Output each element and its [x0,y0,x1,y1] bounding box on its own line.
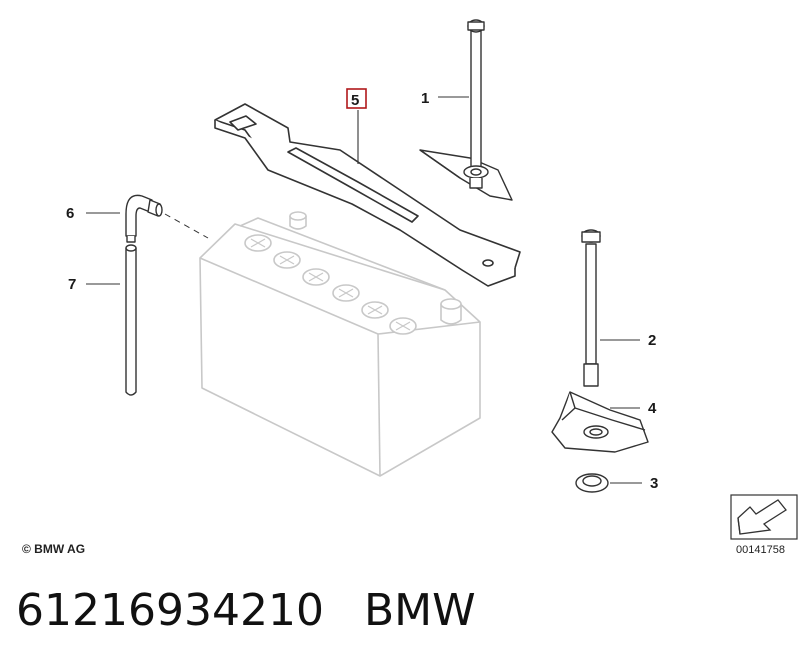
callout-2: 2 [648,332,656,349]
callout-7: 7 [68,276,76,293]
parts-diagram: 1 5 2 4 3 6 7 © BMW AG 00141758 [22,19,798,556]
battery-outline [199,211,481,477]
callout-1: 1 [421,90,429,107]
washer-3 [575,473,609,493]
clamp-4 [551,391,649,453]
brand-name: BMW [363,585,476,636]
callout-4: 4 [648,400,657,417]
callout-6: 6 [66,205,74,222]
callout-5-highlight-box [346,88,367,109]
part-number-caption: 61216934210 BMW [16,585,476,636]
long-bolt-1 [419,19,513,201]
vent-connection-line [164,213,209,239]
callout-5: 5 [351,92,359,109]
battery-holding-strap [214,103,521,287]
vent-hose-7 [125,244,137,396]
leader-lines [86,96,642,484]
diagram-reference-number: 00141758 [736,544,785,556]
part-number: 61216934210 [16,585,324,636]
long-bolt-2 [581,229,601,387]
callout-3: 3 [650,475,658,492]
vent-elbow-6 [125,194,163,243]
direction-arrow-icon [730,494,798,540]
copyright-text: © BMW AG [22,542,85,556]
